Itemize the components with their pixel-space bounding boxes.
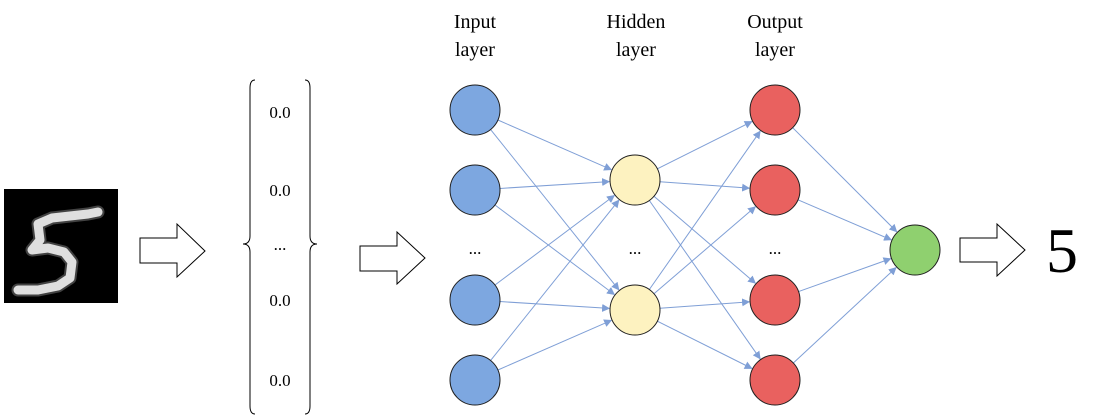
input-node bbox=[449, 274, 501, 326]
output-node bbox=[749, 274, 801, 326]
vector-ellipsis: ... bbox=[274, 235, 287, 254]
output-layer-label-line1: Output bbox=[747, 11, 803, 33]
input-layer-label-line1: Input bbox=[454, 11, 497, 33]
edge-input-to-hidden bbox=[494, 195, 616, 286]
arrow-vector-to-network bbox=[359, 230, 426, 286]
edge-output-to-final bbox=[792, 127, 898, 233]
edge-hidden-to-output bbox=[648, 130, 761, 290]
final-output-node bbox=[889, 224, 941, 276]
input-node bbox=[449, 164, 501, 216]
hidden-node bbox=[609, 154, 661, 206]
edge-output-to-final bbox=[797, 199, 893, 241]
vector-value: 0.0 bbox=[269, 291, 290, 310]
left-brace bbox=[242, 79, 256, 415]
right-brace bbox=[304, 79, 318, 415]
input-node bbox=[449, 354, 501, 406]
hidden-layer-label-line1: Hidden bbox=[607, 11, 666, 33]
hidden-layer-ellipsis: ... bbox=[629, 239, 642, 258]
edge-input-to-hidden bbox=[490, 199, 620, 361]
vector-value: 0.0 bbox=[269, 103, 290, 122]
edge-output-to-final bbox=[792, 267, 897, 364]
input-vector: 0.0 0.0 ... 0.0 0.0 bbox=[242, 79, 318, 415]
input-layer-label-line2: layer bbox=[455, 39, 495, 61]
edge-hidden-to-output bbox=[657, 121, 753, 170]
edge-input-to-hidden bbox=[499, 301, 611, 312]
edge-input-to-hidden bbox=[497, 319, 613, 371]
hidden-layer-label-line2: layer bbox=[616, 39, 656, 61]
vector-value: 0.0 bbox=[269, 181, 290, 200]
edge-hidden-to-output bbox=[657, 320, 753, 369]
predicted-digit: 5 bbox=[1046, 215, 1078, 286]
output-layer-label-line2: layer bbox=[755, 39, 795, 61]
digit-image bbox=[4, 189, 118, 303]
vector-value: 0.0 bbox=[269, 371, 290, 390]
arrow-image-to-vector bbox=[139, 222, 206, 279]
output-layer-ellipsis: ... bbox=[769, 239, 782, 258]
hidden-node bbox=[609, 284, 661, 336]
input-layer-ellipsis: ... bbox=[469, 239, 482, 258]
edge-hidden-to-output bbox=[659, 181, 751, 192]
edge-input-to-hidden bbox=[497, 119, 613, 171]
edge-hidden-to-output bbox=[653, 195, 757, 284]
edge-hidden-to-output bbox=[659, 298, 751, 309]
edge-hidden-to-output bbox=[648, 200, 761, 360]
edge-hidden-to-output bbox=[653, 206, 757, 295]
arrow-network-to-result bbox=[959, 222, 1026, 278]
output-node bbox=[749, 84, 801, 136]
edge-input-to-hidden bbox=[499, 178, 611, 189]
edge-input-to-hidden bbox=[494, 204, 616, 295]
input-node bbox=[449, 84, 501, 136]
edge-output-to-final bbox=[798, 257, 892, 293]
output-node bbox=[749, 164, 801, 216]
output-node bbox=[749, 354, 801, 406]
handwritten-digit-5-icon bbox=[13, 207, 103, 295]
network-edges bbox=[490, 119, 898, 371]
edge-input-to-hidden bbox=[490, 129, 620, 291]
network-nodes bbox=[449, 84, 941, 406]
